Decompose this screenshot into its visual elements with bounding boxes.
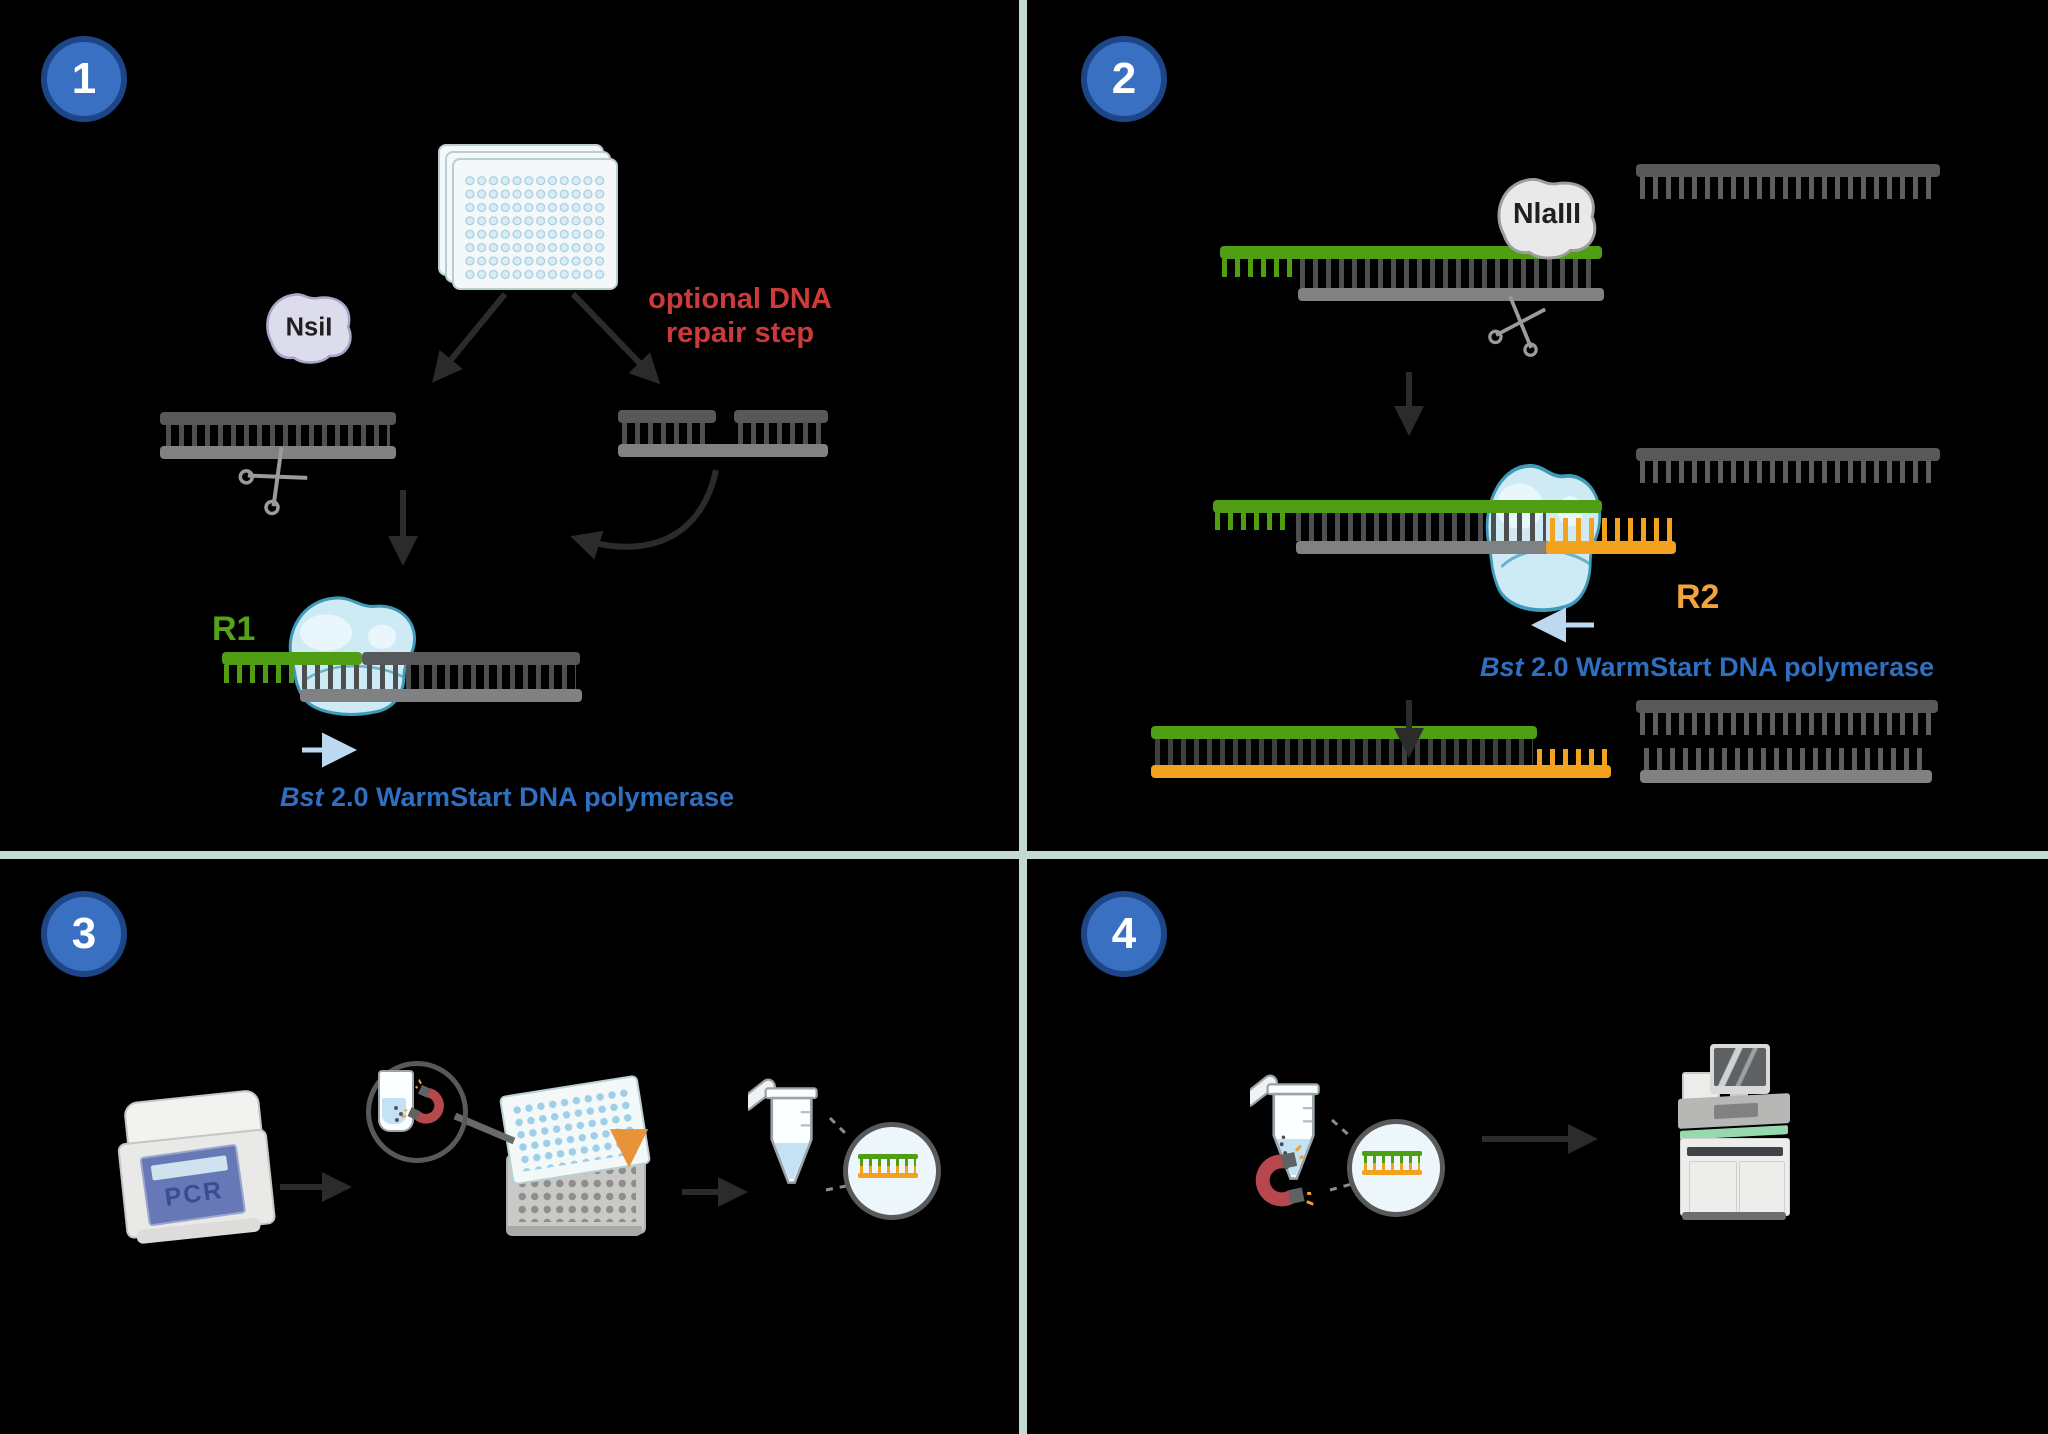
scissors-icon [234, 436, 319, 521]
tube-liquid [774, 1142, 809, 1180]
pcr-screen: PCR [139, 1143, 247, 1227]
bead-binding-magnifier [366, 1061, 468, 1163]
arrow-plate-to-digestion [432, 292, 508, 383]
repair-note: optional DNA repair step [640, 282, 840, 350]
nlaiii-enzyme: NlaIII [1488, 166, 1606, 268]
dna-bottom-backbone [160, 446, 396, 459]
dna-rungs [622, 423, 712, 444]
repair-note-line2: repair step [665, 317, 815, 349]
microcentrifuge-tube [738, 1054, 836, 1202]
dna-rungs [166, 425, 390, 446]
green-strand-backbone [1213, 500, 1602, 513]
mini-dna-green-backbone [1362, 1151, 1422, 1156]
mini-dna-rungs [1364, 1156, 1420, 1163]
product-orange-backbone [1151, 765, 1611, 778]
polymerase-label: Bst 2.0 WarmStart DNA polymerase [1480, 652, 1934, 683]
mini-dna-rungs [1364, 1163, 1420, 1170]
released-strand-backbone [1636, 448, 1940, 461]
nicked-dna-top-right [734, 410, 828, 423]
nlaiii-enzyme-label: NlaIII [1513, 198, 1581, 230]
step-4-badge: 4 [1081, 891, 1167, 977]
dna-rungs [1296, 513, 1546, 541]
pcr-thermocycler: PCR [111, 1088, 277, 1248]
nsii-enzyme-label: NsiI [286, 314, 333, 342]
green-overhang-teeth [1222, 259, 1298, 277]
byproduct-strand-backbone [1640, 770, 1932, 783]
sequencer-base [1682, 1212, 1786, 1220]
gray-strand-backbone [1296, 541, 1550, 554]
byproduct-strand-teeth [1640, 713, 1934, 735]
arrow-curved-repair-return [570, 469, 719, 560]
dna-top-backbone [160, 412, 396, 425]
polymerase-label-rest: 2.0 WarmStart DNA polymerase [1523, 652, 1935, 682]
step-3-badge: 3 [41, 891, 127, 977]
magnet-icon [1234, 1144, 1316, 1221]
96-well-plate [452, 158, 618, 290]
scissors-icon [1484, 288, 1556, 360]
step-1-badge: 1 [41, 36, 127, 122]
enzyme-blob: NsiI [266, 293, 352, 364]
r1-primer-backbone [222, 652, 362, 665]
mini-dna-green-backbone [858, 1154, 918, 1159]
byproduct-strand-backbone [1636, 700, 1938, 713]
plate-wells [464, 174, 606, 280]
mini-dna-rungs [860, 1159, 916, 1166]
sequencer-body [1680, 1138, 1790, 1216]
nicked-dna-top-left [618, 410, 716, 423]
dna-rungs [738, 423, 824, 444]
mini-dna-orange-backbone [858, 1173, 918, 1178]
green-strand-backbone [1220, 246, 1602, 259]
released-strand-teeth [1640, 461, 1936, 483]
mini-dna-rungs [860, 1166, 916, 1173]
sequencer-deck [1678, 1093, 1790, 1129]
template-top-backbone [362, 652, 580, 665]
polymerase-label-bst: Bst [1480, 652, 1524, 682]
sequencer-door-right [1739, 1161, 1785, 1213]
dna-rungs [1300, 259, 1598, 288]
sequencer-machine [1678, 1044, 1792, 1222]
polymerase-label-rest: 2.0 WarmStart DNA polymerase [323, 782, 735, 812]
repair-note-line1: optional DNA [648, 283, 832, 315]
polymerase-label: Bst 2.0 WarmStart DNA polymerase [280, 782, 734, 813]
horizontal-divider [0, 851, 2048, 859]
mini-beads [394, 1106, 398, 1110]
template-bottom-backbone [300, 689, 582, 702]
polymerase-label-bst: Bst [280, 782, 324, 812]
deck-tray [1714, 1102, 1758, 1120]
mini-tube-liquid [382, 1098, 406, 1124]
r1-primer-label: R1 [212, 610, 256, 648]
byproduct-strand-teeth [1644, 748, 1928, 770]
released-strand-backbone [1636, 164, 1940, 177]
product-orange-overhang [1537, 749, 1611, 765]
product-rungs [1155, 739, 1533, 765]
step-2-badge: 2 [1081, 36, 1167, 122]
sequencer-door-left [1689, 1161, 1737, 1213]
gray-strand-backbone [1298, 288, 1604, 301]
green-overhang-teeth [1215, 513, 1293, 530]
released-strand-teeth [1640, 177, 1936, 199]
r1-primer-teeth [224, 665, 300, 683]
mini-dna-orange-backbone [1362, 1170, 1422, 1175]
sample-plate-wells [510, 1086, 640, 1172]
mini-tube [378, 1070, 414, 1132]
r2-primer-backbone [1546, 541, 1676, 554]
product-green-backbone [1151, 726, 1537, 739]
nsii-enzyme: NsiI [258, 278, 360, 376]
pcr-screen-label: PCR [162, 1176, 226, 1212]
sequencer-slot [1687, 1147, 1783, 1156]
monitor-screen [1714, 1048, 1766, 1086]
dna-rungs [302, 665, 576, 689]
nicked-dna-bottom-backbone [618, 444, 828, 457]
r2-primer-label: R2 [1676, 578, 1720, 616]
sequencer-monitor [1710, 1044, 1770, 1094]
vertical-divider [1019, 0, 1027, 1434]
r2-primer-teeth [1550, 518, 1672, 541]
rack-base-edge [506, 1226, 642, 1236]
enzyme-blob: NlaIII [1497, 177, 1597, 260]
